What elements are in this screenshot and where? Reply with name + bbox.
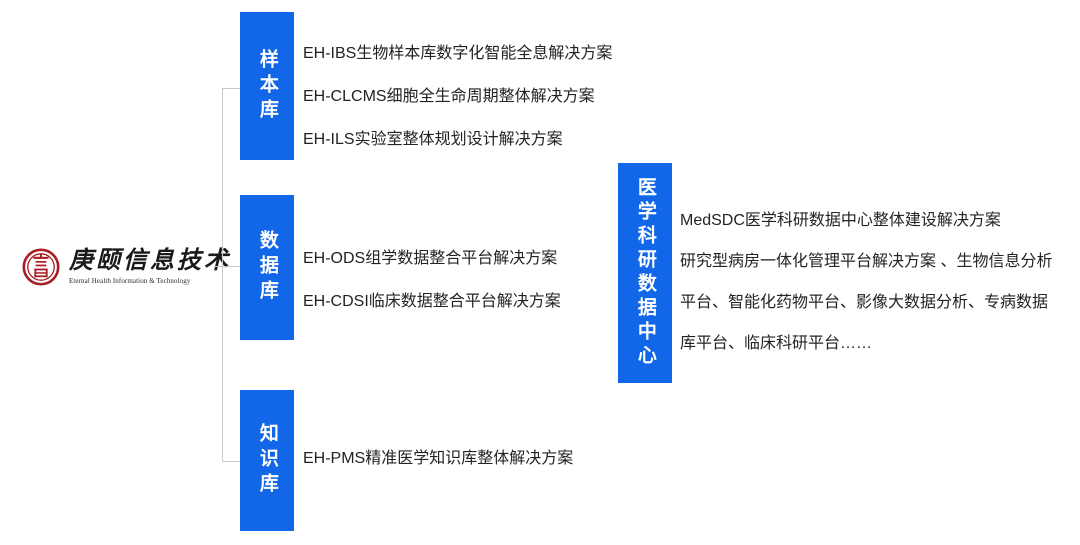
category-box-knowledge-base[interactable]: 知识库 [240,390,294,531]
item-knowledge-base-1: EH-PMS精准医学知识库整体解决方案 [303,450,574,467]
center-label-medical-research-data-center: 医学科研数据中心 [634,177,656,369]
brand-text-block: 庚颐信息技术 Eternal Health Information & Tech… [69,248,231,285]
item-sample-library-1: EH-IBS生物样本库数字化智能全息解决方案 [303,45,613,62]
center-description-line-1: MedSDC医学科研数据中心整体建设解决方案 [680,212,1001,229]
item-sample-library-2: EH-CLCMS细胞全生命周期整体解决方案 [303,88,595,105]
category-box-database[interactable]: 数据库 [240,195,294,340]
center-description: MedSDC医学科研数据中心整体建设解决方案 研究型病房一体化管理平台解决方案 … [680,200,1060,364]
item-database-2: EH-CDSI临床数据整合平台解决方案 [303,293,561,310]
category-label-knowledge-base: 知识库 [256,423,278,498]
center-description-line-3: 平台、智能化药物平台、影像大数据分析、专病数据 [680,294,1049,311]
brand-name-cn: 庚颐信息技术 [69,248,231,275]
brand-name-en: Eternal Health Information & Technology [69,276,191,285]
center-box-medical-research-data-center[interactable]: 医学科研数据中心 [618,163,672,383]
category-label-sample-library: 样本库 [256,48,278,124]
connector-branch-sample [222,88,240,89]
connector-branch-knowledge [222,461,240,462]
connector-branch-database [222,266,240,267]
connector-spine [222,88,223,462]
company-logo: 庚颐信息技术 Eternal Health Information & Tech… [22,244,228,290]
category-box-sample-library[interactable]: 样本库 [240,12,294,160]
item-database-1: EH-ODS组学数据整合平台解决方案 [303,250,558,267]
center-description-line-2: 研究型病房一体化管理平台解决方案 、生物信息分析 [680,253,1053,270]
category-label-database: 数据库 [256,230,278,305]
seal-icon [22,248,60,286]
item-sample-library-3: EH-ILS实验室整体规划设计解决方案 [303,131,563,148]
center-description-line-4: 库平台、临床科研平台…… [680,335,873,352]
